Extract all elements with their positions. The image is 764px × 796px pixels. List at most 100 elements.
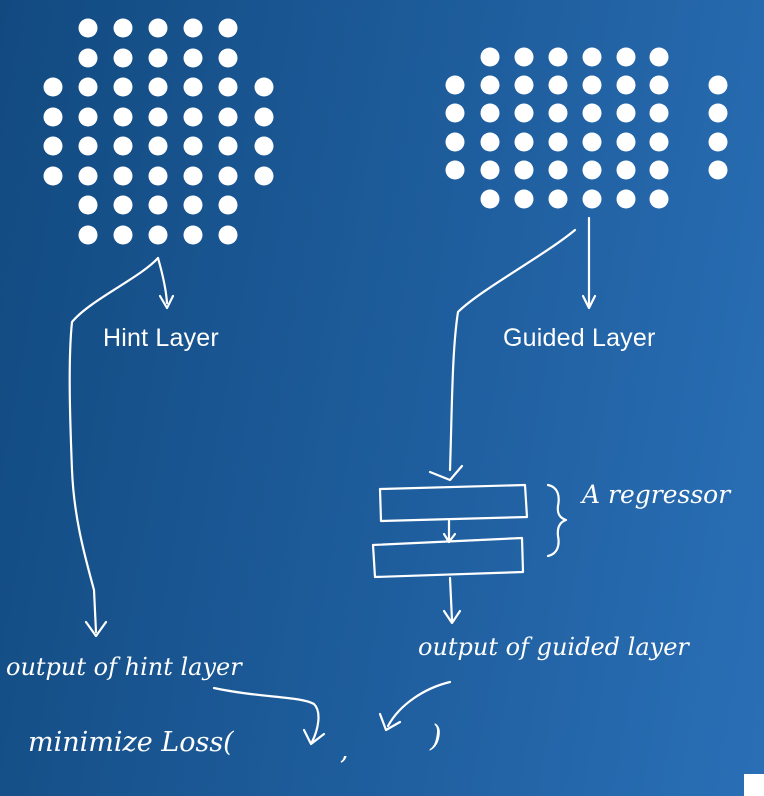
hint-neuron — [254, 107, 274, 127]
hint-arrowhead — [158, 294, 175, 310]
guided-neuron — [480, 75, 500, 95]
regressor-layer-2 — [371, 536, 525, 579]
guided-neuron — [480, 160, 500, 180]
guided-neuron — [708, 75, 728, 95]
hint-neuron — [113, 136, 133, 156]
guided-to-regressor-arrowhead — [428, 464, 464, 482]
hint-neuron — [78, 225, 98, 245]
hint-neuron — [218, 166, 238, 186]
hint-output-to-loss-arrowhead — [302, 728, 326, 746]
hint-neuron — [218, 195, 238, 215]
guided-neuron — [445, 160, 465, 180]
guided-neuron — [480, 103, 500, 123]
guided-neuron — [514, 103, 534, 123]
guided-neuron — [616, 132, 636, 152]
loss-close-paren: ) — [430, 719, 442, 754]
guided-neuron — [582, 189, 602, 209]
hint-neuron — [218, 48, 238, 68]
guided-neuron — [616, 103, 636, 123]
hint-neuron — [183, 136, 203, 156]
hint-input-arrow — [156, 256, 169, 305]
corner-mark — [744, 774, 764, 796]
hint-neuron — [78, 166, 98, 186]
guided-neuron — [708, 132, 728, 152]
hint-neuron — [113, 107, 133, 127]
hint-neuron — [43, 136, 63, 156]
guided-neuron — [480, 189, 500, 209]
hint-neuron — [183, 195, 203, 215]
hint-layer-label: Hint Layer — [103, 324, 219, 352]
guided-neuron — [616, 75, 636, 95]
hint-neuron — [113, 48, 133, 68]
hint-output-label: output of hint layer — [6, 653, 242, 681]
hint-neuron — [78, 77, 98, 97]
guided-neuron — [480, 47, 500, 67]
guided-neuron — [649, 75, 669, 95]
hint-neuron — [183, 107, 203, 127]
guided-neuron — [548, 103, 568, 123]
guided-neuron — [649, 132, 669, 152]
hint-neuron — [113, 166, 133, 186]
guided-neuron — [708, 103, 728, 123]
hint-neuron — [78, 107, 98, 127]
regressor-layer-1 — [378, 483, 529, 523]
guided-output-label: output of guided layer — [418, 633, 689, 661]
guided-arrowhead — [581, 294, 597, 310]
guided-neuron — [548, 189, 568, 209]
guided-neuron — [616, 47, 636, 67]
loss-expression: minimize Loss( — [28, 727, 234, 758]
guided-neuron — [616, 160, 636, 180]
loss-comma: , — [340, 735, 349, 766]
hint-layer-neurons — [43, 18, 274, 245]
hint-neuron — [183, 77, 203, 97]
hint-neuron — [183, 48, 203, 68]
hint-neuron — [218, 225, 238, 245]
guided-neuron — [616, 189, 636, 209]
guided-neuron — [445, 75, 465, 95]
regressor-inner-arrowhead — [442, 532, 457, 544]
hint-neuron — [183, 166, 203, 186]
guided-to-regressor-path — [448, 228, 577, 472]
hint-neuron — [254, 77, 274, 97]
hint-neuron — [78, 48, 98, 68]
hint-output-to-loss-arrow — [212, 686, 320, 744]
hint-neuron — [218, 107, 238, 127]
regressor-output-arrowhead — [442, 609, 462, 625]
guided-neuron — [445, 132, 465, 152]
hint-neuron — [113, 195, 133, 215]
hint-neuron — [148, 225, 168, 245]
hint-neuron — [148, 18, 168, 38]
guided-output-to-loss-arrow — [386, 680, 452, 728]
hint-neuron — [148, 107, 168, 127]
guided-neuron — [649, 47, 669, 67]
hint-neuron — [43, 166, 63, 186]
hint-neuron — [254, 136, 274, 156]
guided-neuron — [708, 160, 728, 180]
guided-neuron — [582, 47, 602, 67]
hint-neuron — [148, 48, 168, 68]
guided-neuron — [548, 47, 568, 67]
hint-neuron — [43, 77, 63, 97]
hint-neuron — [78, 136, 98, 156]
hint-neuron — [113, 18, 133, 38]
hint-neuron — [218, 18, 238, 38]
hint-neuron — [78, 195, 98, 215]
guided-layer-neurons — [445, 47, 728, 209]
hint-neuron — [148, 166, 168, 186]
guided-neuron — [548, 132, 568, 152]
hint-neuron — [183, 18, 203, 38]
guided-output-to-loss-arrowhead — [378, 712, 402, 732]
guided-neuron — [548, 75, 568, 95]
guided-neuron — [582, 103, 602, 123]
guided-neuron — [548, 160, 568, 180]
curly-brace-icon — [546, 483, 568, 558]
guided-neuron — [514, 132, 534, 152]
regressor-label: A regressor — [582, 480, 731, 509]
guided-neuron — [514, 160, 534, 180]
hint-output-path — [68, 256, 160, 634]
guided-layer-label: Guided Layer — [503, 324, 656, 352]
hint-neuron — [218, 136, 238, 156]
guided-neuron — [514, 47, 534, 67]
guided-neuron — [514, 75, 534, 95]
